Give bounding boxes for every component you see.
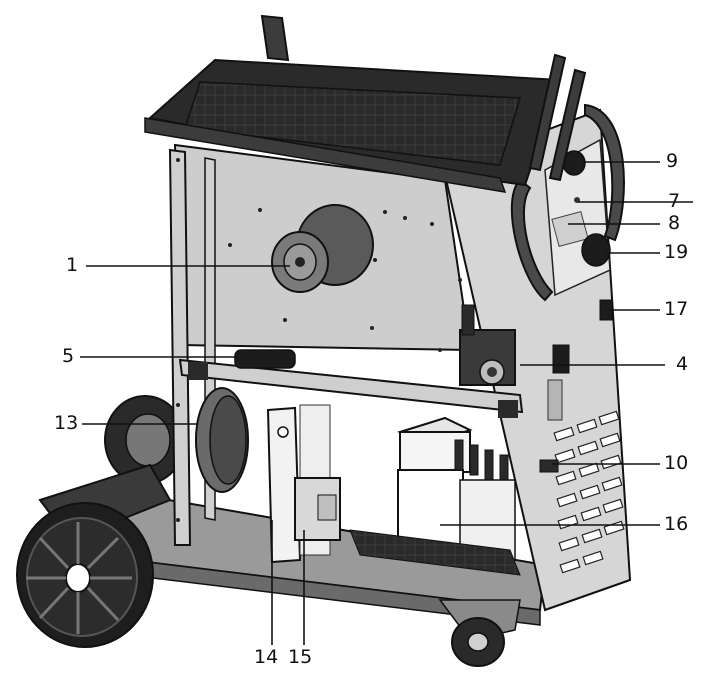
castor-wheel	[438, 599, 521, 667]
callout-13: 13	[54, 412, 79, 434]
callout-16: 16	[664, 513, 689, 535]
socket-4	[552, 344, 570, 374]
floor-grid	[349, 529, 521, 576]
front-panel	[173, 143, 516, 386]
callout-8: 8	[668, 212, 681, 234]
callout-14: 14	[254, 646, 279, 668]
top-tray	[144, 14, 587, 193]
rear-wheel-back	[104, 395, 186, 485]
callout-7: 7	[668, 190, 681, 212]
side-handle	[510, 103, 625, 302]
handle-5	[234, 349, 296, 369]
callout-17: 17	[664, 298, 689, 320]
callout-19: 19	[664, 241, 689, 263]
callout-9: 9	[666, 150, 679, 172]
fan-13	[195, 387, 249, 493]
mid-shelf	[178, 349, 524, 418]
callout-1: 1	[66, 254, 79, 276]
callout-5: 5	[62, 345, 75, 367]
front-wheel	[16, 502, 154, 648]
connector-10	[539, 459, 559, 473]
transformer-15	[294, 477, 341, 541]
callout-4: 4	[676, 353, 689, 375]
callout-15: 15	[288, 646, 313, 668]
knob-19	[581, 233, 611, 267]
callout-10: 10	[664, 452, 689, 474]
callout-leaders	[80, 161, 693, 645]
